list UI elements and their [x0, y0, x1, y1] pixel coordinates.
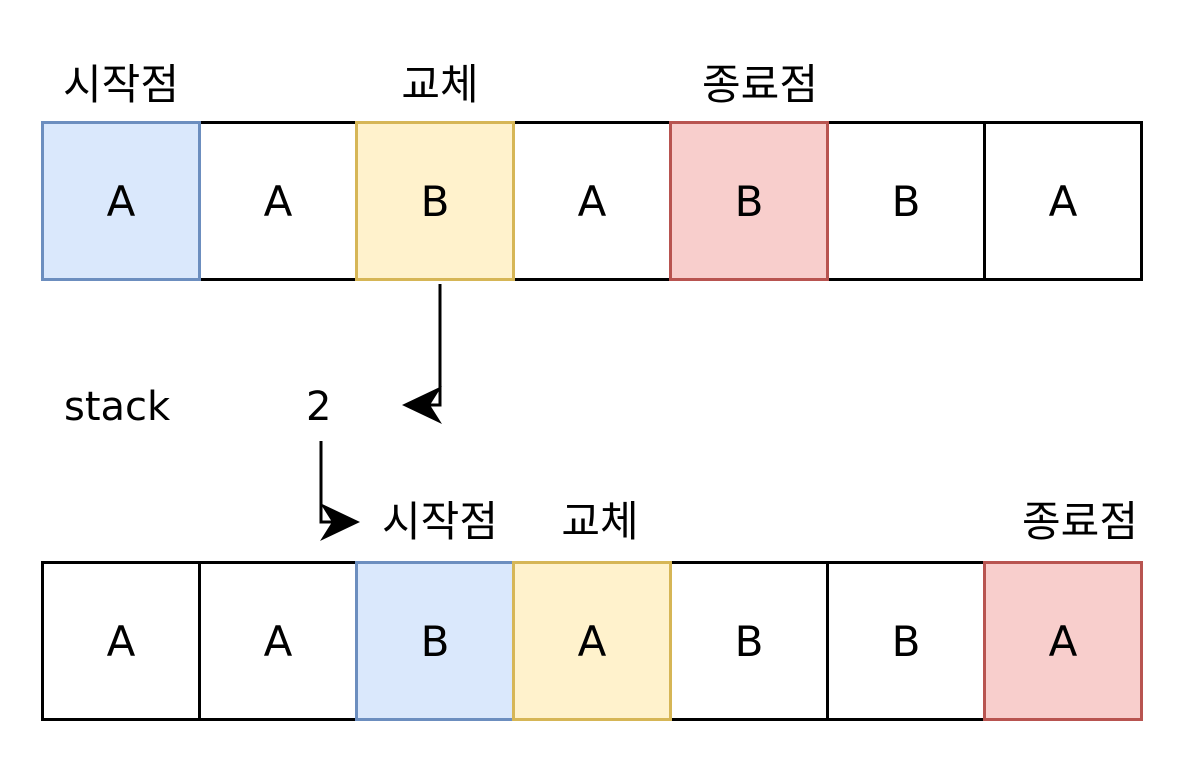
stack-value: 2 [306, 384, 332, 430]
top-array: A A B A B B A [41, 121, 1143, 281]
top-start-label: 시작점 [63, 60, 179, 109]
top-cell: A [983, 121, 1143, 281]
bottom-cell: B [826, 561, 986, 721]
bottom-cell: A [512, 561, 672, 721]
stack-to-start-arrow [319, 441, 360, 541]
bottom-cell: B [355, 561, 515, 721]
bottom-cell: A [41, 561, 201, 721]
bottom-cell: A [198, 561, 358, 721]
top-swap-label: 교체 [401, 60, 479, 109]
top-cell: A [41, 121, 201, 281]
top-cell: B [669, 121, 829, 281]
bottom-cell: A [983, 561, 1143, 721]
bottom-start-label: 시작점 [382, 497, 498, 546]
swap-to-stack-arrow [402, 284, 442, 424]
stack-label: stack [64, 384, 171, 430]
bottom-end-label: 종료점 [1022, 497, 1138, 546]
bottom-swap-label: 교체 [561, 497, 639, 546]
bottom-array: A A B A B B A [41, 561, 1143, 721]
top-cell: B [355, 121, 515, 281]
top-end-label: 종료점 [702, 60, 818, 109]
bottom-cell: B [669, 561, 829, 721]
